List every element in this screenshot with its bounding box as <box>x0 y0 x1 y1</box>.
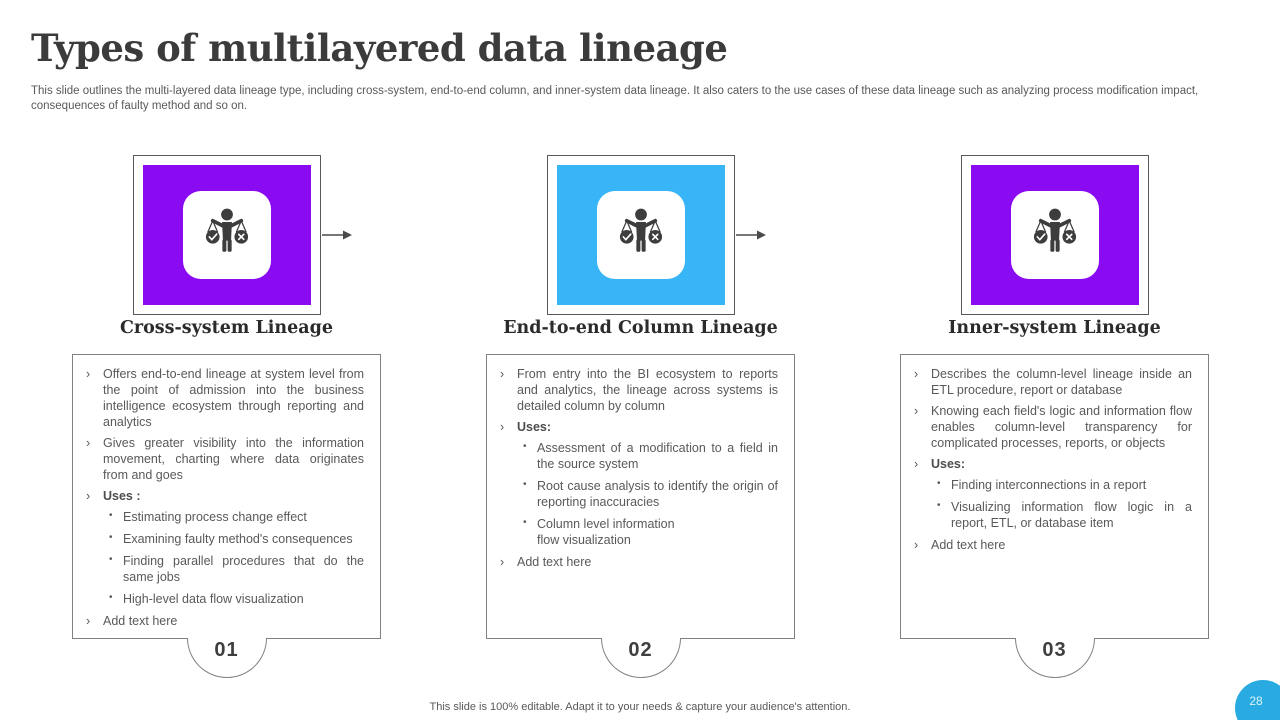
dot-bullet-icon: • <box>523 441 527 452</box>
bullet-item: › From entry into the BI ecosystem to rep… <box>487 366 778 414</box>
bullet-list: › Describes the column-level lineage insi… <box>901 355 1208 553</box>
arrow-right-icon <box>322 230 352 240</box>
bullet-item: • Visualizing information flow logic in a… <box>901 499 1192 531</box>
bullet-text: Column level information flow visualizat… <box>537 517 675 547</box>
bullet-text: Estimating process change effect <box>123 510 307 524</box>
bullet-text: From entry into the BI ecosystem to repo… <box>517 367 778 413</box>
bullet-item: › Gives greater visibility into the infor… <box>73 435 364 483</box>
person-weighing-check-x-icon <box>1033 208 1076 252</box>
bullet-item: • Finding parallel procedures that do the… <box>73 553 364 585</box>
person-weighing-check-x-icon <box>619 208 662 252</box>
chevron-bullet-icon: › <box>500 367 505 381</box>
column-number: 02 <box>628 639 653 661</box>
dot-bullet-icon: • <box>109 554 113 565</box>
page-title: Types of multilayered data lineage <box>31 26 728 70</box>
bullet-text: Uses: <box>517 420 552 434</box>
bullet-item: • Finding interconnections in a report <box>901 477 1192 493</box>
chevron-bullet-icon: › <box>86 489 91 503</box>
column-textbox[interactable]: › Offers end-to-end lineage at system lev… <box>72 354 381 678</box>
column-textbox[interactable]: › Describes the column-level lineage insi… <box>900 354 1209 678</box>
icon-background <box>556 165 725 305</box>
chevron-bullet-icon: › <box>914 538 919 552</box>
icon-frame[interactable] <box>960 155 1149 315</box>
chevron-bullet-icon: › <box>86 367 91 381</box>
bullet-text: Add text here <box>517 555 592 569</box>
arrow-right-icon <box>736 230 766 240</box>
bullet-text: Knowing each field's logic and informati… <box>931 404 1192 450</box>
column-title: End-to-end Column Lineage <box>503 318 778 338</box>
bullet-text: Assessment of a modification to a field … <box>537 441 778 471</box>
chevron-bullet-icon: › <box>86 436 91 450</box>
bullet-text: Offers end-to-end lineage at system leve… <box>103 367 364 429</box>
chevron-bullet-icon: › <box>914 404 919 418</box>
bullet-item: • Root cause analysis to identify the ori… <box>487 478 778 510</box>
chevron-bullet-icon: › <box>86 614 91 628</box>
dot-bullet-icon: • <box>937 500 941 511</box>
column-title: Cross-system Lineage <box>119 318 333 338</box>
column-textbox[interactable]: › From entry into the BI ecosystem to rep… <box>486 354 795 678</box>
bullet-item: › Knowing each field's logic and informat… <box>901 403 1192 451</box>
bullet-text: Gives greater visibility into the inform… <box>103 436 364 482</box>
bullet-text: Finding parallel procedures that do the … <box>123 554 364 584</box>
bullet-text: Root cause analysis to identify the orig… <box>537 479 778 509</box>
slide-footer: This slide is 100% editable. Adapt it to… <box>429 701 851 713</box>
person-weighing-check-x-icon <box>205 208 248 252</box>
bullet-item: • Estimating process change effect <box>73 509 364 525</box>
page-number-badge: 28 <box>1235 680 1280 720</box>
bullet-text: Visualizing information flow logic in a … <box>951 500 1192 530</box>
bullet-item: › Add text here <box>73 613 364 629</box>
dot-bullet-icon: • <box>523 517 527 528</box>
bullet-item: › Describes the column-level lineage insi… <box>901 366 1192 398</box>
dot-bullet-icon: • <box>109 510 113 521</box>
bullet-text: Examining faulty method's consequences <box>123 532 353 546</box>
dot-bullet-icon: • <box>937 478 941 489</box>
bullet-item: • Assessment of a modification to a field… <box>487 440 778 472</box>
icon-tile <box>1010 191 1099 279</box>
column-title: Inner-system Lineage <box>948 318 1161 338</box>
dot-bullet-icon: • <box>109 592 113 603</box>
page-number: 28 <box>1249 694 1263 708</box>
bullet-text: Finding interconnections in a report <box>951 478 1147 492</box>
chevron-bullet-icon: › <box>500 420 505 434</box>
chevron-bullet-icon: › <box>500 555 505 569</box>
lineage-column-cross-system: Cross-system Lineage › Offers end-to-end … <box>72 155 381 678</box>
bullet-text: High-level data flow visualization <box>123 592 304 606</box>
bullet-item: • Examining faulty method's consequences <box>73 531 364 547</box>
bullet-list: › Offers end-to-end lineage at system lev… <box>73 355 380 629</box>
dot-bullet-icon: • <box>109 532 113 543</box>
bullet-item: › Uses : <box>73 488 364 504</box>
icon-frame[interactable] <box>132 155 321 315</box>
icon-background <box>142 165 311 305</box>
icon-background <box>970 165 1139 305</box>
column-number: 03 <box>1042 639 1067 661</box>
lineage-column-inner-system: Inner-system Lineage › Describes the colu… <box>900 155 1209 678</box>
bullet-item: › Add text here <box>901 537 1192 553</box>
number-notch: 02 <box>600 638 681 678</box>
slide-subtitle: This slide outlines the multi-layered da… <box>31 85 1199 112</box>
number-notch: 01 <box>186 638 267 678</box>
bullet-item: › Uses: <box>487 419 778 435</box>
bullet-item: › Add text here <box>487 554 778 570</box>
bullet-text: Add text here <box>103 614 178 628</box>
column-number: 01 <box>214 639 239 661</box>
icon-tile <box>596 191 685 279</box>
icon-frame[interactable] <box>546 155 735 315</box>
bullet-text: Uses : <box>103 489 141 503</box>
bullet-item: › Offers end-to-end lineage at system lev… <box>73 366 364 430</box>
bullet-list: › From entry into the BI ecosystem to rep… <box>487 355 794 570</box>
chevron-bullet-icon: › <box>914 367 919 381</box>
bullet-item: • High-level data flow visualization <box>73 591 364 607</box>
dot-bullet-icon: • <box>523 479 527 490</box>
bullet-text: Describes the column-level lineage insid… <box>931 367 1192 397</box>
number-notch: 03 <box>1014 638 1095 678</box>
chevron-bullet-icon: › <box>914 457 919 471</box>
icon-tile <box>182 191 271 279</box>
lineage-column-end-to-end: End-to-end Column Lineage › From entry in… <box>486 155 795 678</box>
bullet-item: • Column level information flow visualiza… <box>487 516 778 548</box>
bullet-text: Add text here <box>931 538 1006 552</box>
bullet-item: › Uses: <box>901 456 1192 472</box>
bullet-text: Uses: <box>931 457 966 471</box>
